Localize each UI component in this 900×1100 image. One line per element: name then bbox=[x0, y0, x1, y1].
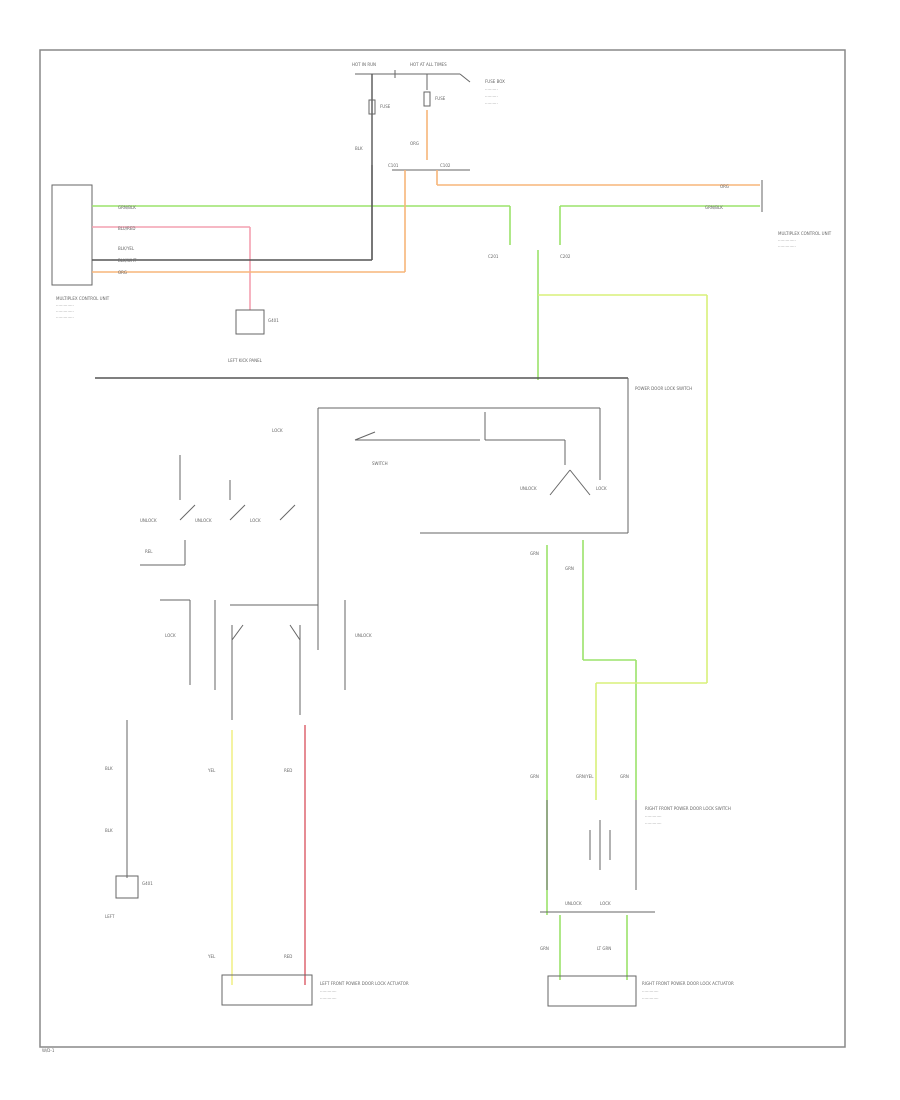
left-connector-subtext: .............. bbox=[56, 302, 74, 307]
wire-code-yel-bottom: YEL bbox=[207, 954, 216, 959]
left-switch-group: LOCK UNLOCK UNLOCK LOCK REL bbox=[140, 428, 296, 566]
fuse-box: HOT IN RUN HOT AT ALL TIMES FUSE BOX ...… bbox=[352, 62, 505, 165]
wire-code-blk-yel: BLK/YEL bbox=[118, 246, 135, 251]
wire-code-org-left: ORG bbox=[118, 270, 127, 275]
left-connector-label: MULTIPLEX CONTROL UNIT bbox=[56, 296, 110, 301]
unlock-label-lower: UNLOCK bbox=[355, 633, 372, 638]
ground-bottom-label: LEFT bbox=[105, 914, 115, 919]
wire-code-grn-right-c: GRN bbox=[530, 774, 539, 779]
wire-code-org: ORG bbox=[410, 141, 419, 146]
ground-bottom-id: G401 bbox=[142, 881, 153, 886]
ground-left: G401 LEFT KICK PANEL bbox=[228, 309, 279, 363]
unlock-label-right: UNLOCK bbox=[565, 901, 582, 906]
right-switch-label-2: ............. bbox=[645, 813, 662, 818]
left-switch-unlock-label: UNLOCK bbox=[140, 518, 157, 523]
fuse-a-label: FUSE bbox=[380, 104, 391, 109]
fuse-b-label: FUSE bbox=[435, 96, 446, 101]
lock-label-top: LOCK bbox=[596, 486, 607, 491]
left-actuator-label-2: ............. bbox=[320, 988, 337, 993]
fuse-box-label-4: .......... bbox=[485, 100, 498, 105]
wire-code-grn-blk-left: GRN/BLK bbox=[118, 205, 136, 210]
fuse-a-icon bbox=[368, 99, 376, 115]
wire-code-blk-wht: BLK/WHT bbox=[118, 258, 137, 263]
left-connector-subtext-3: .............. bbox=[56, 314, 74, 319]
left-actuator-label-3: ............. bbox=[320, 995, 337, 1000]
left-switch-code: REL bbox=[145, 549, 153, 554]
lower-switch-group: LOCK UNLOCK bbox=[160, 599, 372, 720]
lock-label-right: LOCK bbox=[600, 901, 611, 906]
right-actuator-label: RIGHT FRONT POWER DOOR LOCK ACTUATOR bbox=[642, 981, 734, 986]
right-connector-label: MULTIPLEX CONTROL UNIT bbox=[778, 231, 832, 236]
left-connector: MULTIPLEX CONTROL UNIT .............. ..… bbox=[51, 184, 110, 319]
switch-right-label: SWITCH bbox=[372, 461, 388, 466]
wire-code-grn-blk-right: GRN/BLK bbox=[705, 205, 723, 210]
ground-left-id: G401 bbox=[268, 318, 279, 323]
right-connector-subtext-2: .............. bbox=[778, 243, 796, 248]
right-actuator: RIGHT FRONT POWER DOOR LOCK ACTUATOR ...… bbox=[547, 975, 734, 1007]
ground-bottom: G401 BLK BLK LEFT bbox=[105, 720, 153, 919]
fuse-b-icon bbox=[423, 91, 431, 107]
wire-code-red-left: RED bbox=[284, 768, 292, 773]
hot-in-run-label: HOT IN RUN bbox=[352, 62, 376, 67]
right-switch-label-3: ............. bbox=[645, 820, 662, 825]
wire-code-grn-right-d: GRN bbox=[620, 774, 629, 779]
connector-c101: C101 bbox=[388, 163, 399, 168]
connector-c102: C102 bbox=[440, 163, 451, 168]
left-actuator: LEFT FRONT POWER DOOR LOCK ACTUATOR ....… bbox=[221, 974, 409, 1006]
left-switch-lock-label: LOCK bbox=[250, 518, 261, 523]
hot-at-all-times-label: HOT AT ALL TIMES bbox=[410, 62, 447, 67]
left-switch-unlock-label-2: UNLOCK bbox=[195, 518, 212, 523]
footer-code: W/D-1 bbox=[42, 1048, 55, 1053]
main-switch-label: POWER DOOR LOCK SWITCH bbox=[635, 386, 692, 391]
lock-label-lower: LOCK bbox=[165, 633, 176, 638]
diagram-border bbox=[39, 49, 846, 1048]
switch-contacts-top: SWITCH UNLOCK LOCK bbox=[354, 431, 607, 496]
ground-bottom-wire-label: BLK bbox=[105, 766, 113, 771]
connector-c202: C202 bbox=[560, 254, 571, 259]
right-actuator-label-2: ............. bbox=[642, 988, 659, 993]
wire-code-grn-act-a: GRN bbox=[540, 946, 549, 951]
junction-row: C101 C102 bbox=[388, 163, 470, 171]
wire-code-blk: BLK bbox=[355, 146, 363, 151]
left-switch-label: LOCK bbox=[272, 428, 283, 433]
wire-code-lime: GRN/YEL bbox=[576, 774, 594, 779]
wire-code-grn-act-b: LT GRN bbox=[597, 946, 611, 951]
right-actuator-label-3: ............. bbox=[642, 995, 659, 1000]
ground-bottom-wire-label-2: BLK bbox=[105, 828, 113, 833]
wire-code-red-bottom: RED bbox=[284, 954, 292, 959]
unlock-label-top: UNLOCK bbox=[520, 486, 537, 491]
connector-c201: C201 bbox=[488, 254, 499, 259]
fuse-box-label-3: .......... bbox=[485, 93, 498, 98]
wire-code-blu-red: BLU/RED bbox=[118, 226, 135, 231]
fuse-box-label-2: .......... bbox=[485, 86, 498, 91]
right-switch: RIGHT FRONT POWER DOOR LOCK SWITCH .....… bbox=[540, 800, 731, 913]
wire-code-yel-left: YEL bbox=[207, 768, 216, 773]
right-connector-subtext: .............. bbox=[778, 237, 796, 242]
fuse-box-label: FUSE BOX bbox=[485, 79, 505, 84]
wire-code-grn-right-b: GRN bbox=[565, 566, 574, 571]
wire-code-org-right: ORG bbox=[720, 184, 729, 189]
right-connector: MULTIPLEX CONTROL UNIT .............. ..… bbox=[761, 180, 832, 248]
right-switch-label: RIGHT FRONT POWER DOOR LOCK SWITCH bbox=[645, 806, 731, 811]
wire-code-grn-right-a: GRN bbox=[530, 551, 539, 556]
ground-left-label: LEFT KICK PANEL bbox=[228, 358, 263, 363]
left-connector-subtext-2: .............. bbox=[56, 308, 74, 313]
left-actuator-label: LEFT FRONT POWER DOOR LOCK ACTUATOR bbox=[320, 981, 409, 986]
